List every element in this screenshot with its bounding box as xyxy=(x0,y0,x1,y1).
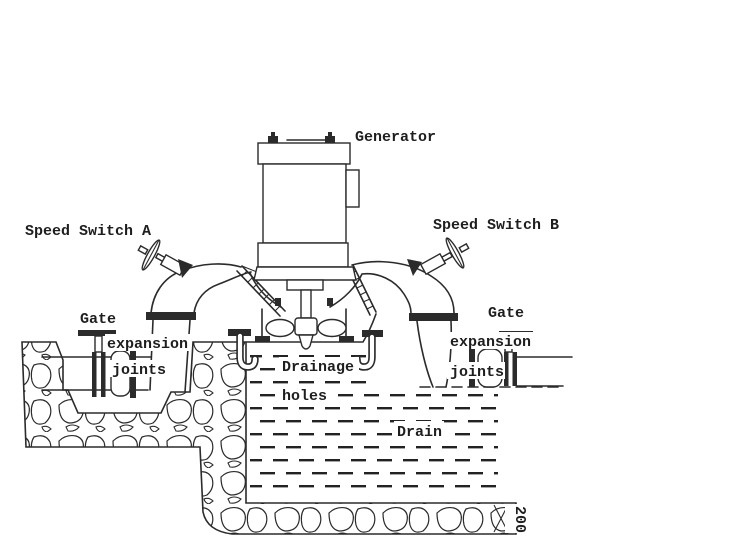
gate-left-joints-label: joints xyxy=(112,362,166,379)
runner-chamber xyxy=(255,308,354,342)
generator-cap xyxy=(257,142,351,165)
label-backgrounds xyxy=(105,332,533,533)
draft-tube-wall-left xyxy=(416,320,434,388)
dimension-200-label: 200 xyxy=(511,506,528,533)
riser-wall-right xyxy=(184,319,191,393)
generator-label: Generator xyxy=(355,129,436,146)
drainage-holes-label: holes xyxy=(282,388,327,405)
elbow-right xyxy=(327,260,458,388)
runner-blade-left xyxy=(265,318,295,338)
valve-wedge-a xyxy=(178,259,193,278)
generator-lower-band xyxy=(257,242,349,268)
drainage-label: Drainage xyxy=(282,359,354,376)
riser-wall-left xyxy=(149,319,154,391)
valve-handle-left xyxy=(78,330,116,336)
speed-switch-b-label: Speed Switch B xyxy=(433,217,559,234)
runner-cone xyxy=(298,334,314,350)
speed-switch-a xyxy=(137,239,193,278)
base-plate xyxy=(253,266,357,281)
elbow-flange-left xyxy=(146,312,196,320)
bolt-left xyxy=(268,136,278,143)
speed-switch-a-label: Speed Switch A xyxy=(25,223,151,240)
turbine-shaft xyxy=(300,289,312,319)
speed-switch-b xyxy=(407,237,470,276)
outlet-pipe-right xyxy=(516,356,573,387)
drain-label: Drain xyxy=(397,424,442,441)
generator-body xyxy=(262,163,347,244)
shaft-bracket xyxy=(286,279,324,291)
bolt-right xyxy=(325,136,335,143)
terminal-box xyxy=(345,169,360,208)
generator-assembly xyxy=(253,132,360,350)
valve-wedge-b xyxy=(407,259,422,276)
draft-tube-wall-right xyxy=(445,320,453,388)
gate-right-joints-label: joints xyxy=(450,364,504,381)
gate-left-expansion-label: expansion xyxy=(107,336,188,353)
runner-blade-right xyxy=(317,318,347,338)
gate-valve-left xyxy=(78,330,116,397)
gate-left-label: Gate xyxy=(80,311,116,328)
elbow-flange-right xyxy=(409,313,458,321)
stay-ring-left xyxy=(236,265,286,317)
drainage-pipe-left xyxy=(228,329,259,371)
gate-right-expansion-label: expansion xyxy=(450,334,531,351)
runner-hub xyxy=(294,317,318,336)
gate-right-label: Gate xyxy=(488,305,524,322)
valve-stem-left xyxy=(94,335,103,353)
labels: Generator Speed Switch A Speed Switch B … xyxy=(25,129,559,533)
